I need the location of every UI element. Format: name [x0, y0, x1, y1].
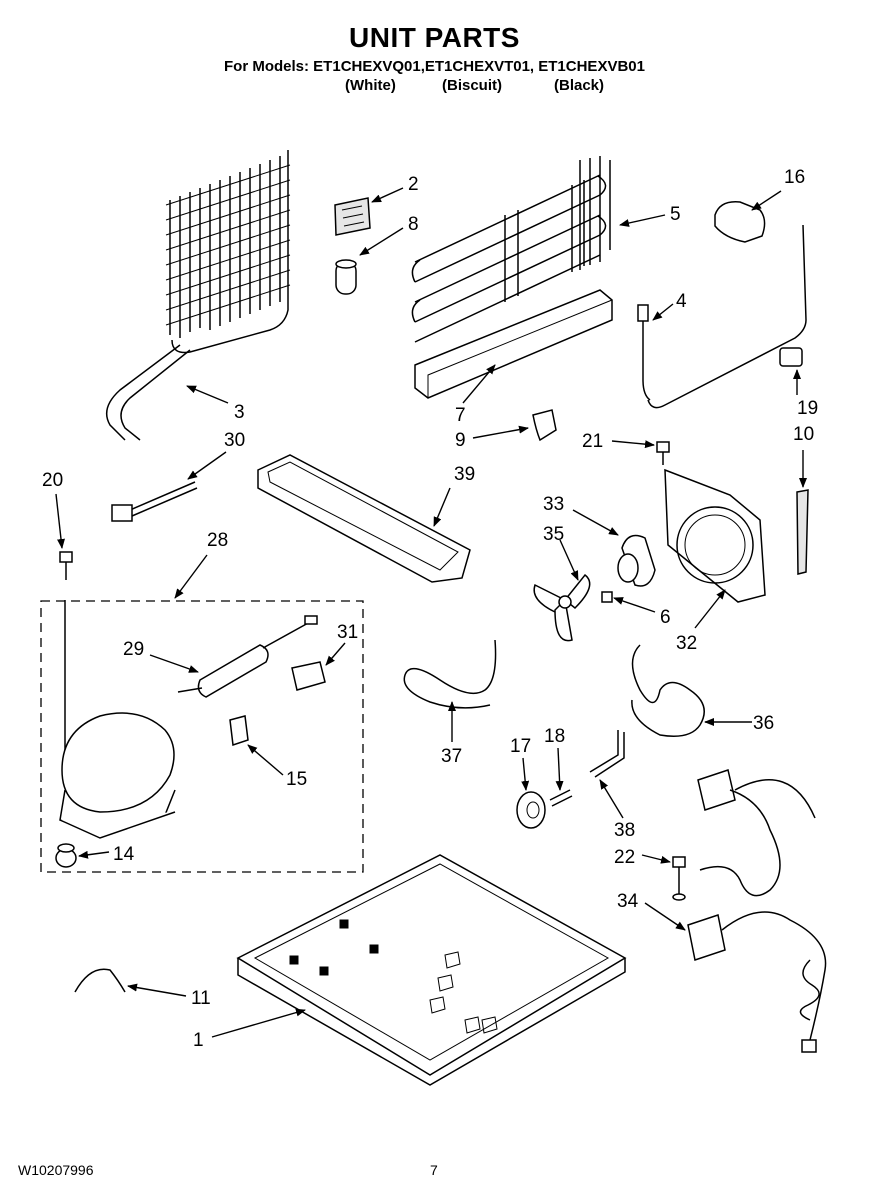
callout-17: 17 [510, 736, 531, 757]
callout-19: 19 [797, 398, 818, 419]
strip-part-10 [796, 489, 809, 575]
heater-part-30 [111, 481, 198, 522]
callout-33: 33 [543, 494, 564, 515]
sensor-wire-part-19 [647, 224, 807, 409]
callout-9: 9 [455, 430, 466, 451]
callout-labels: 1 2 3 4 5 6 7 8 9 10 11 14 15 16 17 18 1… [42, 167, 818, 1051]
callout-10: 10 [793, 424, 814, 445]
drain-tray-part-7 [414, 289, 613, 399]
callout-32: 32 [676, 633, 697, 654]
models-line: For Models: ET1CHEXVQ01,ET1CHEXVT01, ET1… [224, 58, 645, 75]
drier-part-29 [177, 615, 318, 698]
callout-16: 16 [784, 167, 805, 188]
callout-4: 4 [676, 291, 687, 312]
compressor-kit-box [40, 600, 364, 873]
color-biscuit-label: (Biscuit) [442, 77, 502, 94]
bushing-part-8 [335, 259, 357, 295]
connector-part-4 [637, 304, 651, 401]
fan-motor-part-33 [617, 534, 656, 587]
axle-part-18 [549, 789, 573, 807]
drip-tray-part-39 [257, 454, 471, 583]
compressor-part [59, 600, 176, 839]
page-title: UNIT PARTS [349, 22, 520, 53]
fan-blade-part-35 [533, 573, 591, 642]
overload-part-15 [229, 715, 249, 747]
callout-29: 29 [123, 639, 144, 660]
wiring-harness-part-34 [687, 769, 827, 1053]
callout-2: 2 [408, 174, 419, 195]
callout-28: 28 [207, 530, 228, 551]
screw-part-20 [59, 551, 73, 580]
color-white-label: (White) [345, 77, 396, 94]
callout-6: 6 [660, 607, 671, 628]
callout-18: 18 [544, 726, 565, 747]
callout-5: 5 [670, 204, 681, 225]
callout-22: 22 [614, 847, 635, 868]
tube-part-37 [403, 639, 497, 709]
document-number: W10207996 [18, 1162, 94, 1178]
base-frame-part-1 [236, 854, 627, 1086]
evaporator-part [411, 156, 611, 343]
page-number: 7 [430, 1162, 438, 1178]
relay-part-31 [291, 661, 326, 691]
callout-11: 11 [191, 988, 211, 1009]
callout-35: 35 [543, 524, 564, 545]
tube-part-38 [589, 730, 625, 778]
callout-37: 37 [441, 746, 462, 767]
callout-15: 15 [286, 769, 307, 790]
callout-1: 1 [193, 1030, 204, 1051]
callout-7: 7 [455, 405, 466, 426]
callout-36: 36 [753, 713, 774, 734]
grommet-part-14 [55, 843, 77, 868]
callout-8: 8 [408, 214, 419, 235]
callout-39: 39 [454, 464, 475, 485]
callout-34: 34 [617, 891, 639, 912]
callout-30: 30 [224, 430, 245, 451]
fan-shroud-part-32 [664, 468, 766, 603]
bracket-part-11 [74, 968, 126, 993]
callout-21: 21 [582, 431, 603, 452]
callout-38: 38 [614, 820, 635, 841]
leader-lines [55, 187, 807, 1038]
pad-part-2 [334, 197, 371, 236]
color-black-label: (Black) [554, 77, 605, 94]
screw-part-22 [672, 856, 686, 901]
callout-31: 31 [337, 622, 358, 643]
callout-14: 14 [113, 844, 135, 865]
cover-part-16 [714, 201, 766, 243]
nut-part-6 [601, 591, 613, 603]
clip-part-9 [532, 409, 557, 442]
callout-20: 20 [42, 470, 63, 491]
tube-part-36 [631, 644, 705, 737]
condenser-coil-part [105, 150, 291, 441]
callout-3: 3 [234, 402, 245, 423]
screw-part-21 [656, 441, 670, 465]
wheel-part-17 [516, 791, 546, 829]
